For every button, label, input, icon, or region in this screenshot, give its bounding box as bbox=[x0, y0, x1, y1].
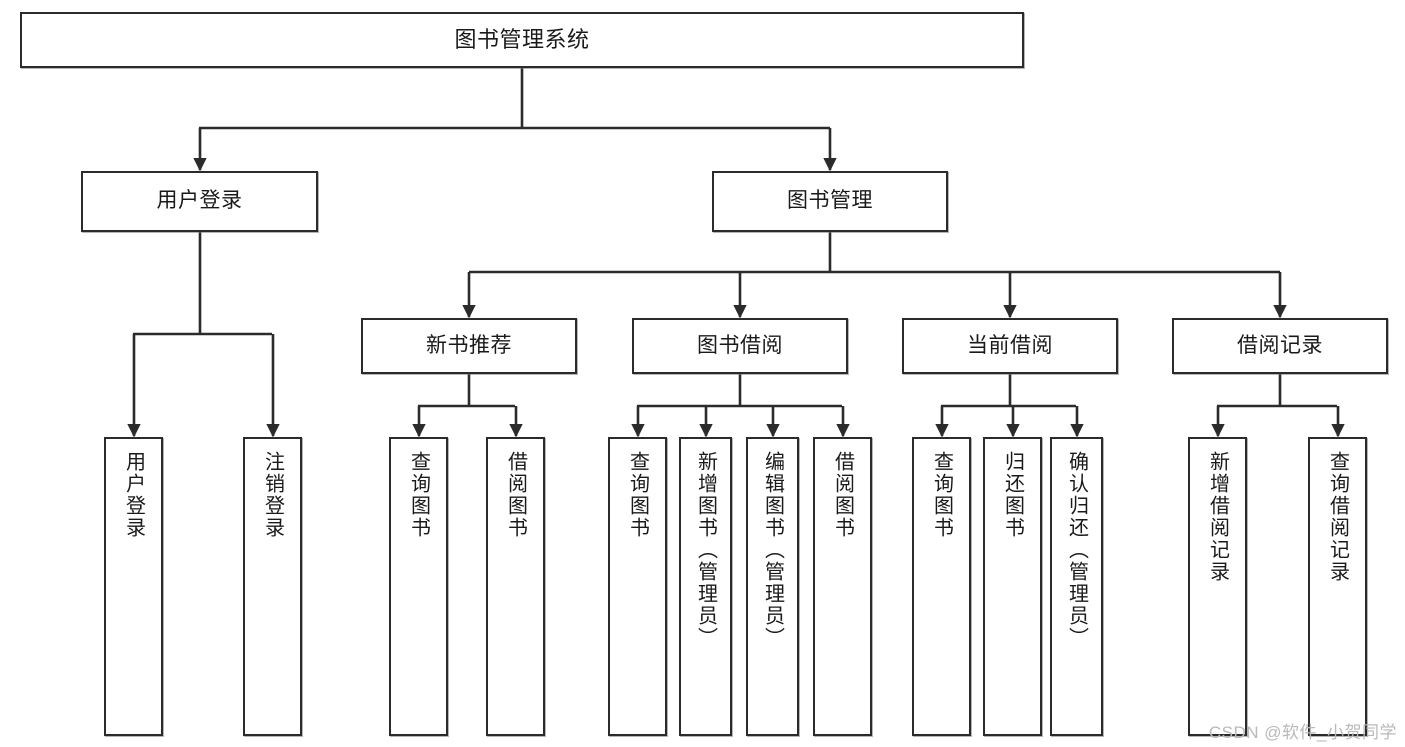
node-label: 借阅图书 bbox=[831, 451, 854, 539]
node-label: 确认归还（管理员） bbox=[1065, 451, 1088, 649]
node-label: 归还图书 bbox=[1001, 451, 1024, 539]
node-new-book-rec[interactable]: 新书推荐 bbox=[361, 318, 577, 374]
node-leaf-logout[interactable]: 注销登录 bbox=[243, 437, 302, 736]
node-label: 图书借阅 bbox=[697, 333, 783, 357]
node-label: 编辑图书（管理员） bbox=[761, 451, 784, 649]
node-label: 新书推荐 bbox=[426, 333, 512, 357]
node-user-login[interactable]: 用户登录 bbox=[81, 171, 318, 232]
node-label: 借阅图书 bbox=[504, 451, 527, 539]
node-label: 借阅记录 bbox=[1237, 333, 1323, 357]
node-label: 用户登录 bbox=[122, 451, 145, 539]
node-leaf-borrow-2[interactable]: 借阅图书 bbox=[813, 437, 872, 736]
node-label: 查询图书 bbox=[930, 451, 953, 539]
node-label: 注销登录 bbox=[261, 451, 284, 539]
node-book-borrow[interactable]: 图书借阅 bbox=[632, 318, 848, 374]
node-leaf-qry-record[interactable]: 查询借阅记录 bbox=[1308, 437, 1367, 736]
node-leaf-user-login[interactable]: 用户登录 bbox=[104, 437, 163, 736]
node-leaf-return[interactable]: 归还图书 bbox=[983, 437, 1042, 736]
node-current-borrow[interactable]: 当前借阅 bbox=[902, 318, 1118, 374]
node-label: 新增借阅记录 bbox=[1206, 451, 1229, 583]
node-leaf-query-2[interactable]: 查询图书 bbox=[608, 437, 667, 736]
node-label: 用户登录 bbox=[156, 189, 243, 213]
node-label: 当前借阅 bbox=[967, 333, 1053, 357]
node-label: 新增图书（管理员） bbox=[694, 451, 717, 649]
node-root[interactable]: 图书管理系统 bbox=[20, 12, 1024, 68]
node-leaf-query-3[interactable]: 查询图书 bbox=[912, 437, 971, 736]
node-leaf-confirm[interactable]: 确认归还（管理员） bbox=[1050, 437, 1103, 736]
node-leaf-edit-book[interactable]: 编辑图书（管理员） bbox=[746, 437, 799, 736]
node-leaf-add-record[interactable]: 新增借阅记录 bbox=[1188, 437, 1247, 736]
watermark: CSDN @软件_小贺同学 bbox=[1208, 723, 1397, 742]
node-label: 图书管理 bbox=[787, 189, 873, 213]
node-leaf-add-book[interactable]: 新增图书（管理员） bbox=[679, 437, 732, 736]
node-label: 图书管理系统 bbox=[454, 27, 590, 53]
node-label: 查询借阅记录 bbox=[1326, 451, 1349, 583]
node-label: 查询图书 bbox=[626, 451, 649, 539]
node-borrow-record[interactable]: 借阅记录 bbox=[1172, 318, 1388, 374]
node-leaf-query-1[interactable]: 查询图书 bbox=[389, 437, 448, 736]
node-leaf-borrow-1[interactable]: 借阅图书 bbox=[486, 437, 545, 736]
node-book-manage[interactable]: 图书管理 bbox=[712, 171, 948, 232]
node-label: 查询图书 bbox=[407, 451, 430, 539]
